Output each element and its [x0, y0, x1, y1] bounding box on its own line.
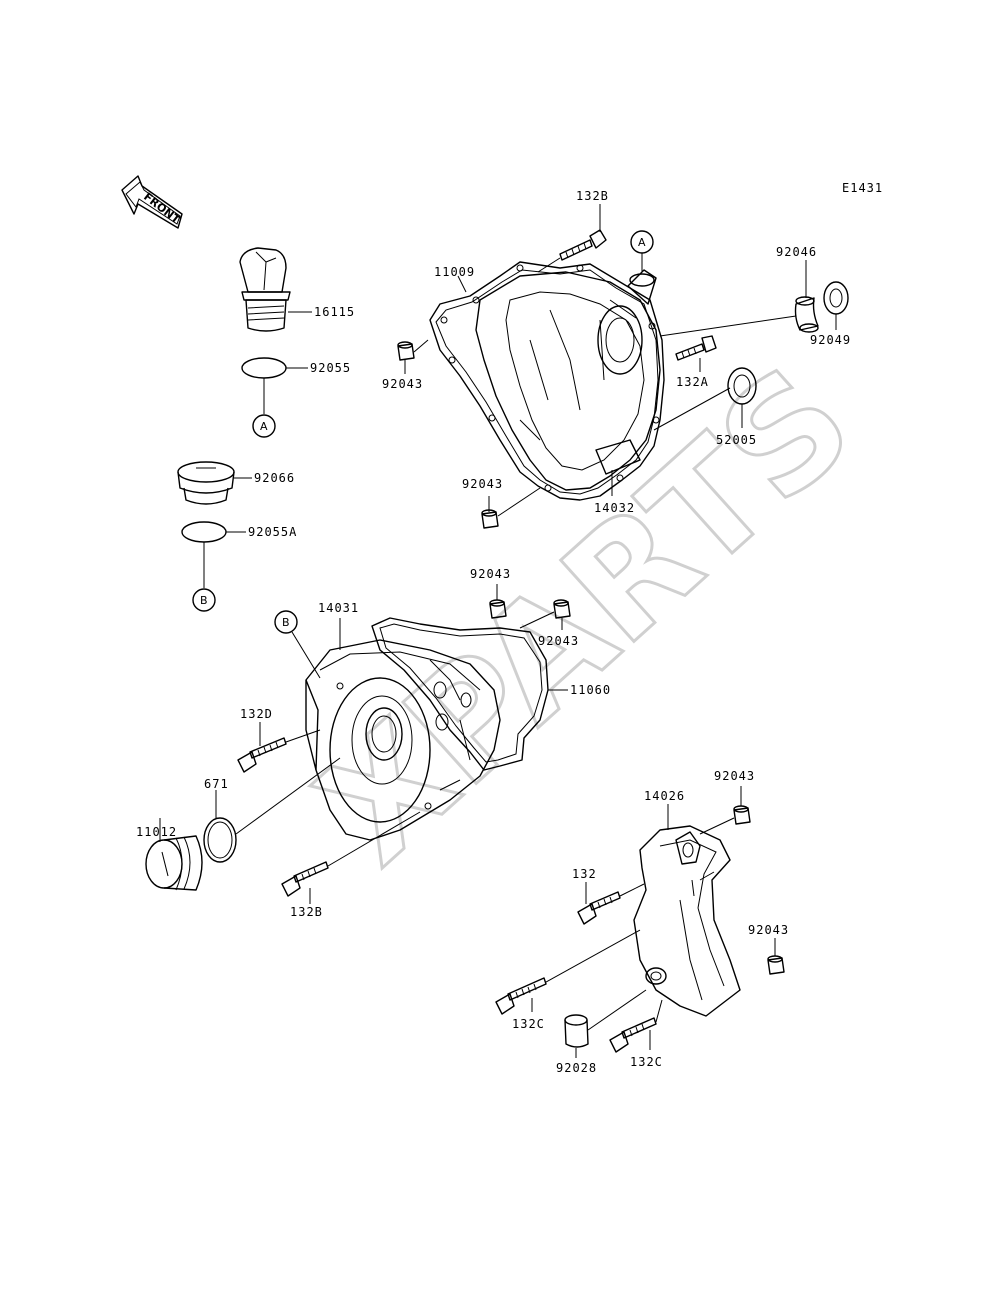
label-132c-right: 132C	[630, 1055, 663, 1069]
bolt-132	[577, 891, 621, 925]
label-92066: 92066	[254, 471, 295, 485]
ref-marker-b-left	[192, 588, 216, 612]
sprocket-cover-14026	[633, 825, 741, 1017]
ref-marker-b-cover	[274, 610, 298, 634]
label-92055a: 92055A	[248, 525, 297, 539]
label-92043-b: 92043	[462, 477, 503, 491]
label-92055: 92055	[310, 361, 351, 375]
gasket-11060	[371, 617, 549, 771]
label-92046: 92046	[776, 245, 817, 259]
dowel-pin-92043-e	[733, 805, 751, 825]
generator-cover-14031	[305, 639, 501, 841]
label-14032: 14032	[594, 501, 635, 515]
label-132b-top: 132B	[576, 189, 609, 203]
o-ring-92055	[241, 357, 287, 379]
label-14031: 14031	[318, 601, 359, 615]
label-11060: 11060	[570, 683, 611, 697]
label-11012: 11012	[136, 825, 177, 839]
bolt-132d	[237, 737, 287, 773]
ref-b-left-text: B	[200, 594, 208, 607]
ref-marker-a-left	[252, 414, 276, 438]
ref-b-cover-text: B	[282, 616, 290, 629]
collar-92028	[564, 1014, 589, 1048]
label-52005: 52005	[716, 433, 757, 447]
o-ring-671	[203, 817, 237, 863]
ref-a-top-text: A	[638, 236, 646, 249]
gasket-11009-holes	[440, 264, 660, 492]
gasket-11009	[429, 261, 665, 501]
bolt-132b-top	[559, 229, 607, 261]
label-92043-d: 92043	[538, 634, 579, 648]
diagram-code: E1431	[842, 181, 883, 195]
front-label: FRONT	[141, 190, 183, 226]
label-92043-e: 92043	[714, 769, 755, 783]
dowel-pin-92043-b	[481, 509, 499, 529]
bolt-132b-bottom	[281, 861, 329, 897]
label-92043-a: 92043	[382, 377, 423, 391]
label-132c-left: 132C	[512, 1017, 545, 1031]
ref-a-left-text: A	[260, 420, 268, 433]
bushing-92046	[794, 296, 819, 333]
label-11009: 11009	[434, 265, 475, 279]
bolt-132a	[675, 335, 717, 361]
label-92028: 92028	[556, 1061, 597, 1075]
clutch-cover-14032	[475, 269, 661, 491]
oil-filler-cap-16115	[239, 247, 291, 332]
watermark: XPARTS	[288, 334, 885, 896]
plug-92066	[177, 461, 235, 505]
label-92043-f: 92043	[748, 923, 789, 937]
dowel-pin-92043-f	[767, 955, 785, 975]
label-132a: 132A	[676, 375, 709, 389]
timing-cap-11012	[145, 835, 203, 891]
label-14026: 14026	[644, 789, 685, 803]
label-92043-c: 92043	[470, 567, 511, 581]
bolt-132c-left	[495, 977, 547, 1015]
label-132: 132	[572, 867, 597, 881]
front-arrow-icon: FRONT	[121, 175, 183, 229]
label-16115: 16115	[314, 305, 355, 319]
o-ring-92055a	[181, 521, 227, 543]
label-671: 671	[204, 777, 229, 791]
oil-seal-92049	[823, 281, 849, 315]
label-132d: 132D	[240, 707, 273, 721]
label-92049: 92049	[810, 333, 851, 347]
dowel-pin-92043-a	[397, 341, 415, 361]
dowel-pin-92043-d	[553, 599, 571, 619]
bolt-132c-right	[609, 1017, 657, 1053]
label-132b-bottom: 132B	[290, 905, 323, 919]
